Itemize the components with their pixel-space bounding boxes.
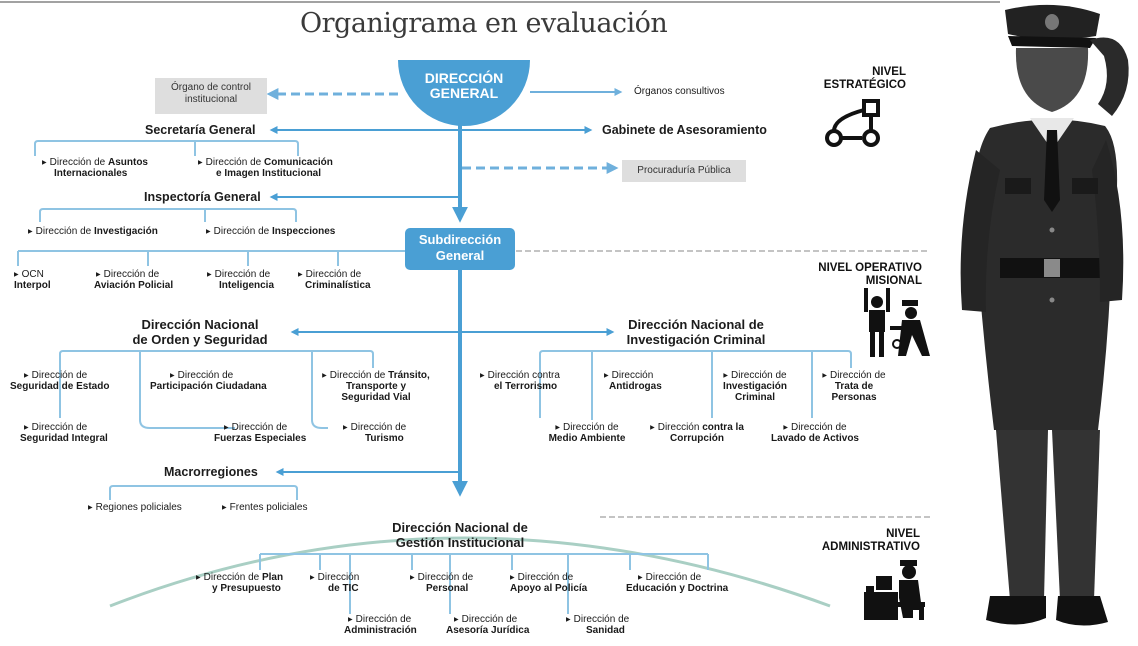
- macrorregiones: Macrorregiones: [164, 465, 258, 479]
- page-title: Organigrama en evaluación: [300, 8, 668, 39]
- dir-investigacion: Dirección de Investigación: [28, 226, 158, 237]
- secretaria-general: Secretaría General: [145, 123, 256, 137]
- strategy-icon: [825, 99, 880, 147]
- regiones-policiales: Regiones policiales: [88, 502, 182, 513]
- dir-plan-presupuesto: Dirección de y PresupuestoPlany Presupue…: [196, 572, 283, 594]
- police-officer-figure: [960, 4, 1129, 626]
- procuraduria-publica-box: Procuraduría Pública: [622, 160, 746, 182]
- organos-consultivos: Órganos consultivos: [634, 86, 725, 97]
- office-worker-icon: [864, 560, 925, 620]
- gabinete-asesoramiento: Gabinete de Asesoramiento: [602, 123, 767, 137]
- inspectoria-general: Inspectoría General: [144, 190, 261, 204]
- dir-transito: Dirección de Tránsito,Transporte ySeguri…: [318, 370, 434, 404]
- dir-inspecciones: Dirección de Inspecciones: [206, 226, 336, 237]
- direccion-general-shape: [398, 60, 530, 126]
- arrest-icon: [864, 288, 930, 357]
- frentes-policiales: Frentes policiales: [222, 502, 308, 513]
